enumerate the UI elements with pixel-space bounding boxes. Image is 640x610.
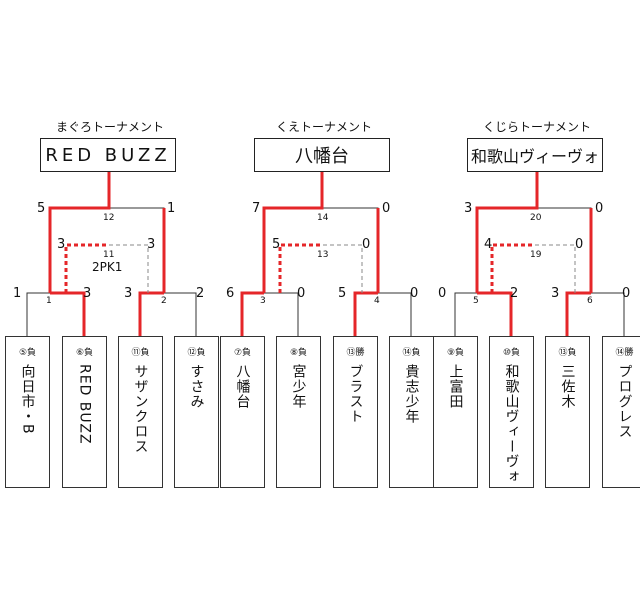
- team-name: 宮少年: [290, 364, 307, 409]
- team-name: プログレス: [616, 364, 633, 439]
- semi-winner-line: [240, 291, 264, 336]
- semi-left-match-number: 3: [260, 296, 266, 306]
- third-left-score: 5: [272, 237, 281, 252]
- final-match-number: 20: [530, 213, 542, 223]
- team-name: 三佐木: [559, 364, 576, 409]
- team-seed: ⑩負: [502, 348, 521, 358]
- third-winner-line: [278, 243, 321, 293]
- tournament-title: まぐろトーナメント: [55, 120, 164, 134]
- team-name: 八幡台: [234, 364, 251, 409]
- third-right-score: 3: [147, 237, 156, 252]
- team-box: ⑬勝ブラスト: [333, 336, 378, 488]
- semi-left-score-a: 0: [438, 286, 447, 301]
- semi-right-score-a: 3: [551, 286, 560, 301]
- final-right-score: 0: [595, 201, 604, 216]
- third-match-number: 19: [530, 250, 542, 260]
- semi-left-score-b: 2: [510, 286, 519, 301]
- team-box: ⑩負和歌山ヴィーヴォ: [489, 336, 534, 488]
- team-box: ⑭勝プログレス: [602, 336, 640, 488]
- semi-bracket-line: [241, 292, 299, 336]
- third-match-number: 13: [317, 250, 329, 260]
- team-name: 貴志少年: [403, 364, 420, 424]
- team-seed: ⑬負: [558, 348, 577, 358]
- semi-bracket-line: [566, 292, 625, 336]
- final-right-score: 1: [167, 201, 176, 216]
- team-name: 和歌山ヴィーヴォ: [503, 364, 520, 484]
- semi-left-score-b: 3: [83, 286, 92, 301]
- third-left-score: 4: [484, 237, 493, 252]
- team-seed: ⑭負: [402, 348, 421, 358]
- tournament-title: くえトーナメント: [275, 120, 372, 134]
- third-winner-line: [490, 243, 534, 293]
- third-right-score: 0: [575, 237, 584, 252]
- semi-left-match-number: 5: [473, 296, 479, 306]
- team-seed: ⑨負: [446, 348, 465, 358]
- semi-right-match-number: 6: [587, 296, 593, 306]
- semi-winner-line: [353, 291, 378, 336]
- team-seed: ⑭勝: [615, 348, 634, 358]
- team-box: ⑦負八幡台: [220, 336, 265, 488]
- final-winner-line: [48, 172, 111, 293]
- final-right-score: 0: [382, 201, 391, 216]
- final-winner-line: [262, 172, 324, 293]
- team-name: RED BUZZ: [76, 364, 93, 445]
- team-seed: ⑧負: [289, 348, 308, 358]
- semi-winner-line: [565, 291, 591, 336]
- semi-right-score-b: 2: [196, 286, 205, 301]
- team-box: ⑪負サザンクロス: [118, 336, 163, 488]
- team-seed: ⑦負: [233, 348, 252, 358]
- team-seed: ⑤負: [18, 348, 37, 358]
- semi-winner-line: [138, 291, 164, 336]
- team-seed: ⑫負: [187, 348, 206, 358]
- team-seed: ⑥負: [75, 348, 94, 358]
- final-match-number: 14: [317, 213, 329, 223]
- team-box: ⑬負三佐木: [545, 336, 590, 488]
- semi-winner-line: [477, 291, 513, 336]
- semi-bracket-line: [139, 292, 197, 336]
- semi-bracket-line: [354, 292, 412, 336]
- third-right-score: 0: [362, 237, 371, 252]
- team-name: 上富田: [447, 364, 464, 409]
- team-name: 向日市・B: [19, 364, 36, 435]
- pk-note: 2PK1: [92, 260, 123, 274]
- team-name: すさみ: [188, 364, 205, 409]
- semi-left-match-number: 1: [46, 296, 52, 306]
- team-name: サザンクロス: [132, 364, 149, 454]
- tournament-title: くじらトーナメント: [482, 120, 591, 134]
- third-match-number: 11: [103, 250, 115, 260]
- semi-right-score-a: 3: [124, 286, 133, 301]
- winner-box: 八幡台: [254, 138, 390, 172]
- team-seed: ⑬勝: [346, 348, 365, 358]
- final-left-score: 7: [252, 201, 261, 216]
- semi-left-score-b: 0: [297, 286, 306, 301]
- semi-right-match-number: 4: [374, 296, 380, 306]
- team-box: ⑭負貴志少年: [389, 336, 434, 488]
- semi-left-score-a: 1: [13, 286, 22, 301]
- final-winner-line: [475, 172, 539, 293]
- semi-right-score-b: 0: [410, 286, 419, 301]
- team-box: ⑤負向日市・B: [5, 336, 50, 488]
- semi-right-score-b: 0: [622, 286, 631, 301]
- final-match-number: 12: [103, 213, 115, 223]
- winner-box: RED BUZZ: [40, 138, 176, 172]
- team-box: ⑥負 RED BUZZ: [62, 336, 107, 488]
- final-left-score: 3: [464, 201, 473, 216]
- semi-bracket-line: [26, 292, 85, 336]
- semi-bracket-line: [454, 292, 512, 336]
- team-name: ブラスト: [347, 364, 364, 424]
- team-box: ⑧負宮少年: [276, 336, 321, 488]
- semi-right-score-a: 5: [338, 286, 347, 301]
- final-left-score: 5: [37, 201, 46, 216]
- third-winner-line: [64, 243, 107, 293]
- third-left-score: 3: [57, 237, 66, 252]
- semi-right-match-number: 2: [161, 296, 167, 306]
- winner-box: 和歌山ヴィーヴォ: [467, 138, 603, 172]
- team-seed: ⑪負: [131, 348, 150, 358]
- team-box: ⑫負すさみ: [174, 336, 219, 488]
- semi-winner-line: [50, 291, 86, 336]
- semi-left-score-a: 6: [226, 286, 235, 301]
- team-box: ⑨負上富田: [433, 336, 478, 488]
